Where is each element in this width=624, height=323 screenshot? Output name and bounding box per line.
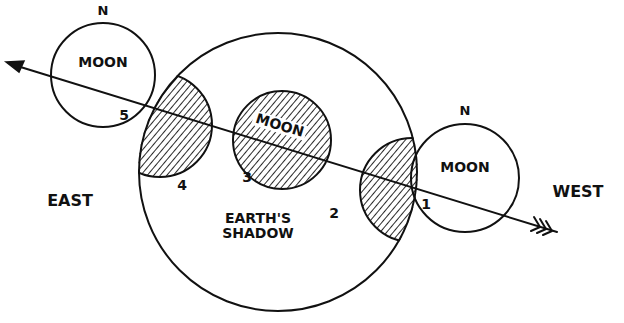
moon-path-arrow	[6, 61, 557, 235]
callout-number: 5	[119, 108, 129, 123]
moon-circle: NMOON	[410, 123, 520, 233]
callout-number: 1	[421, 197, 431, 212]
north-mark: N	[98, 4, 109, 18]
north-mark: N	[460, 104, 471, 118]
direction-label: EAST	[47, 192, 93, 210]
shadow-circle: EARTH'S SHADOWMOON	[138, 32, 418, 312]
direction-label: WEST	[552, 183, 603, 201]
circle-outline	[410, 123, 520, 233]
moon-label: MOON	[440, 160, 489, 175]
callout-number: 3	[242, 170, 252, 185]
circle-outline	[50, 22, 156, 128]
moon-circle: NMOON	[50, 22, 156, 128]
callout-number: 2	[329, 206, 339, 221]
moon-label: MOON	[78, 55, 127, 70]
callout-number: 4	[177, 178, 187, 193]
shadow-label: EARTH'S SHADOW	[213, 211, 303, 242]
